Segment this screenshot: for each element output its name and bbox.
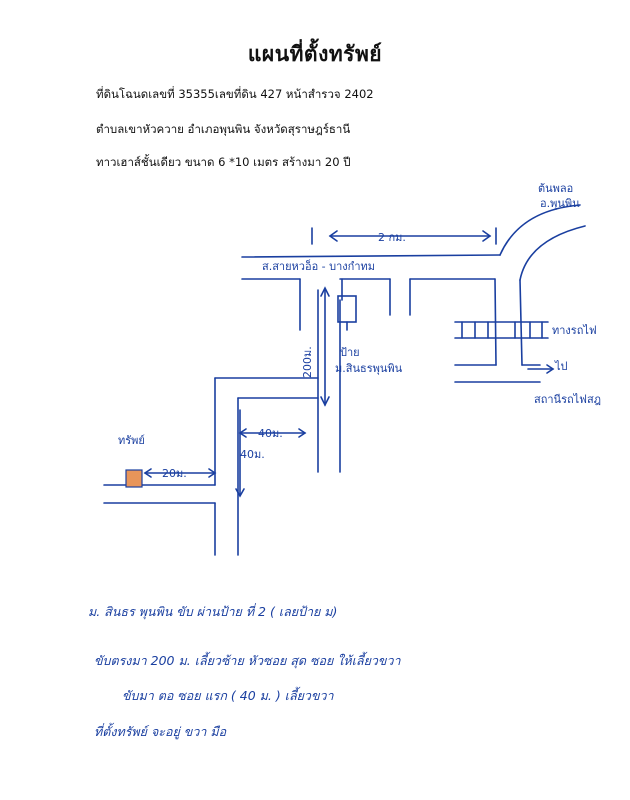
direction-note-1: ม. สินธร พุนพิน ขับ ผ่านป้าย ที่ 2 ( เลย… [88,604,338,619]
building-info-line: ทาวเฮาส์ชั้นเดียว ขนาด 6 *10 เมตร สร้างม… [96,155,351,169]
railway-ties [461,321,543,339]
direction-arrow-head [546,364,555,374]
label-direction: ไป [554,360,568,373]
direction-note-4: ที่ตั้งทรัพย์ จะอยู่ ขวา มือ [94,724,227,739]
arrow-head-left [328,230,338,242]
label-main-road: ส.สายหวอ็อ - บางกำทม [262,259,375,273]
direction-note-3: ขับมา ตอ ซอย แรก ( 40 ม. ) เลี้ยวขวา [122,688,334,703]
arrow-40-v-bottom [235,488,245,498]
arrow-40-h-right [298,428,307,438]
arrow-200-top [320,286,330,297]
direction-note-2: ขับตรงมา 200 ม. เลี้ยวซ้าย หัวซอย สุด ซอ… [94,653,401,668]
arrow-head-right [482,230,492,242]
label-distance-20: 20ม. [162,467,187,480]
label-sign-name: ม.สินธรพุนพิน [335,362,403,375]
property-marker [125,469,143,488]
label-top-right: ต้นพลอ [538,182,573,195]
deed-info-line: ที่ดินโฉนดเลขที่ 35355เลขที่ดิน 427 หน้า… [96,87,374,101]
page-title: แผนที่ตั้งทรัพย์ [247,42,383,66]
label-property: ทรัพย์ [118,434,145,447]
label-distance-2km: 2 กม. [378,231,406,244]
label-sign: ป้าย [340,346,360,359]
main-road-top-edge [241,254,501,258]
arrow-20-left [143,468,152,478]
label-distance-40h: 40ม. [258,427,283,440]
label-top-right-2: อ.พุนพิน [540,197,580,210]
arrow-200-bottom [320,396,330,407]
label-distance-200m: 200ม. [301,346,314,378]
location-info-line: ตำบลเขาหัวควาย อำเภอพุนพิน จังหวัดสุราษฎ… [96,122,351,136]
label-railway: ทางรถไฟ [552,324,597,337]
curved-road-outer [499,204,581,256]
label-distance-40v: 40ม. [240,448,265,461]
arrow-20-right [208,468,217,478]
curved-road-inner [519,225,586,281]
label-station: สถานีรถไฟสฎ [534,393,601,406]
